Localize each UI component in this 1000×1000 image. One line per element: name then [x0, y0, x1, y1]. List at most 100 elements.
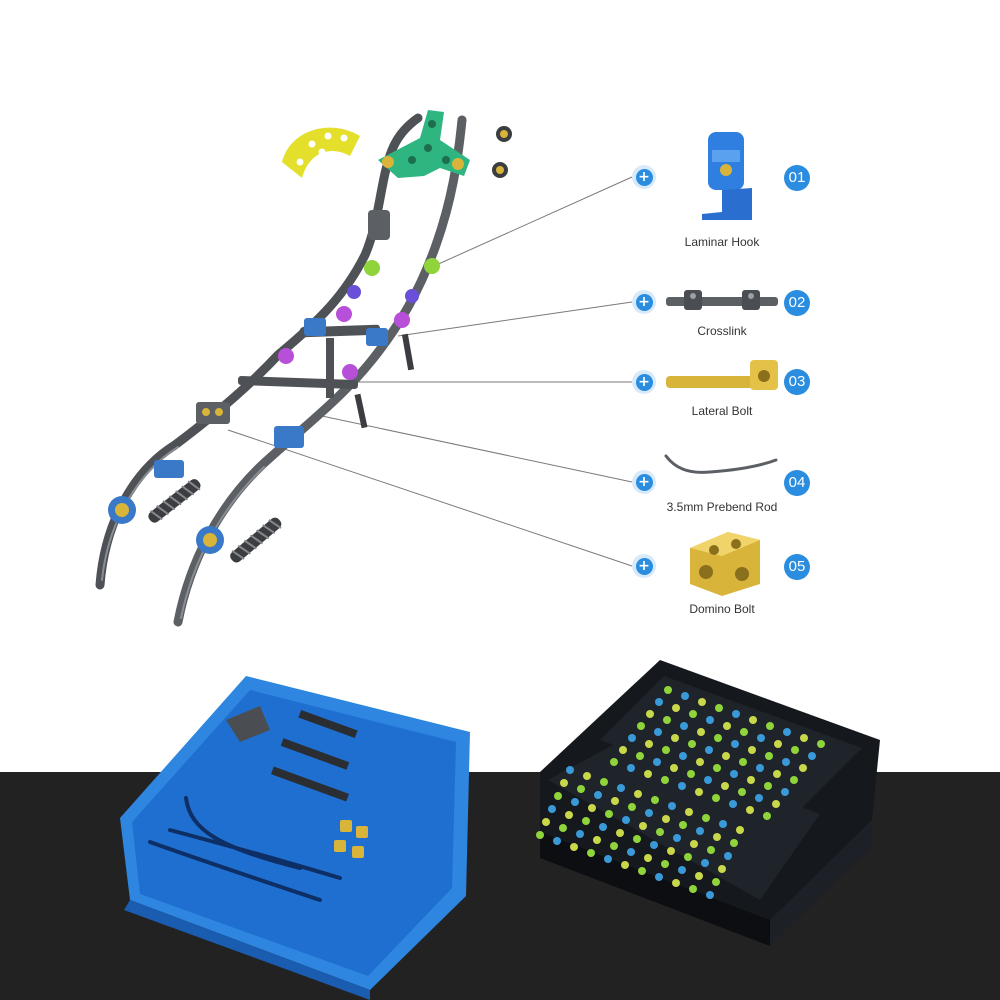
case-screw-head [690, 840, 698, 848]
blue-implant-tray [120, 676, 470, 1000]
case-screw-head [663, 716, 671, 724]
case-screw-head [638, 867, 646, 875]
case-screw-head [704, 776, 712, 784]
case-screw-head [723, 722, 731, 730]
case-screw-head [542, 818, 550, 826]
case-screw-head [680, 722, 688, 730]
case-screw-head [684, 853, 692, 861]
case-screw-head [604, 855, 612, 863]
prebend-rod-image [664, 454, 778, 474]
pedicle-screws [148, 333, 415, 563]
case-screw-head [791, 746, 799, 754]
case-screw-head [740, 728, 748, 736]
case-screw-head [634, 790, 642, 798]
case-screw-head [594, 791, 602, 799]
case-screw-head [621, 861, 629, 869]
case-screw-head [583, 772, 591, 780]
hotspot-01[interactable]: + [632, 165, 656, 189]
case-screw-head [731, 740, 739, 748]
occipital-plate-yellow [282, 127, 360, 178]
leader-line-02 [397, 301, 633, 337]
case-screw-head [719, 820, 727, 828]
case-screw-head [685, 808, 693, 816]
case-screw-head [536, 831, 544, 839]
crosslink-middle [237, 376, 359, 389]
case-screw-head [664, 686, 672, 694]
case-screw-head [662, 815, 670, 823]
case-screw-head [696, 758, 704, 766]
case-screw-head [644, 854, 652, 862]
case-screw-head [645, 809, 653, 817]
crosslink-post [326, 338, 334, 398]
case-screw-head [570, 843, 578, 851]
leader-line-01 [433, 176, 633, 267]
hotspot-02[interactable]: + [632, 290, 656, 314]
case-screw-head [637, 722, 645, 730]
case-screw-head [689, 885, 697, 893]
case-screw-head [773, 770, 781, 778]
right-rod [173, 115, 467, 627]
case-screw-head [672, 704, 680, 712]
rod-construct [95, 113, 467, 627]
case-screw-head [729, 800, 737, 808]
case-screw-head [695, 788, 703, 796]
case-screw-head [702, 814, 710, 822]
case-screw-head [747, 776, 755, 784]
case-screw-head [560, 779, 568, 787]
case-screw-head [724, 852, 732, 860]
case-screw-head [713, 833, 721, 841]
case-screw-head [662, 746, 670, 754]
case-screw-head [611, 797, 619, 805]
case-screw-head [678, 782, 686, 790]
hotspot-04[interactable]: + [632, 470, 656, 494]
case-screw-head [748, 746, 756, 754]
case-screw-head [782, 758, 790, 766]
case-screw-head [705, 746, 713, 754]
case-screw-head [701, 859, 709, 867]
part-label-prebend-rod: 3.5mm Prebend Rod [666, 500, 778, 514]
case-screw-head [790, 776, 798, 784]
case-screw-head [605, 810, 613, 818]
case-screw-head [722, 752, 730, 760]
case-screw-head [667, 847, 675, 855]
case-screw-head [689, 710, 697, 718]
case-screw-head [697, 728, 705, 736]
case-screw-head [695, 872, 703, 880]
hotspot-03[interactable]: + [632, 370, 656, 394]
case-screw-head [616, 829, 624, 837]
case-screw-head [681, 692, 689, 700]
loose-set-screws [492, 126, 512, 178]
case-screw-head [661, 776, 669, 784]
pedicle-screw-right [230, 517, 282, 563]
case-screw-head [622, 816, 630, 824]
case-screw-head [772, 800, 780, 808]
plus-icon: + [635, 473, 653, 491]
case-screw-head [712, 878, 720, 886]
case-screw-head [627, 764, 635, 772]
case-screw-head [576, 830, 584, 838]
case-screw-head [651, 796, 659, 804]
case-screw-head [732, 710, 740, 718]
case-screw-head [672, 879, 680, 887]
case-screw-head [554, 792, 562, 800]
case-screw-head [800, 734, 808, 742]
case-screw-head [593, 836, 601, 844]
case-screw-head [617, 784, 625, 792]
leader-line-05 [227, 429, 633, 567]
plus-icon: + [635, 168, 653, 186]
part-label-lateral-bolt: Lateral Bolt [691, 404, 753, 418]
case-screw-head [670, 764, 678, 772]
number-badge-04: 04 [784, 470, 810, 496]
case-screw-head [582, 817, 590, 825]
number-badge-01: 01 [784, 165, 810, 191]
case-screw-head [619, 746, 627, 754]
case-screw-head [721, 782, 729, 790]
case-screw-head [764, 782, 772, 790]
case-screw-head [706, 891, 714, 899]
number-badge-02: 02 [784, 290, 810, 316]
case-screw-head [808, 752, 816, 760]
hotspot-05[interactable]: + [632, 554, 656, 578]
cervical-plate [378, 110, 470, 178]
case-screw-head [730, 839, 738, 847]
